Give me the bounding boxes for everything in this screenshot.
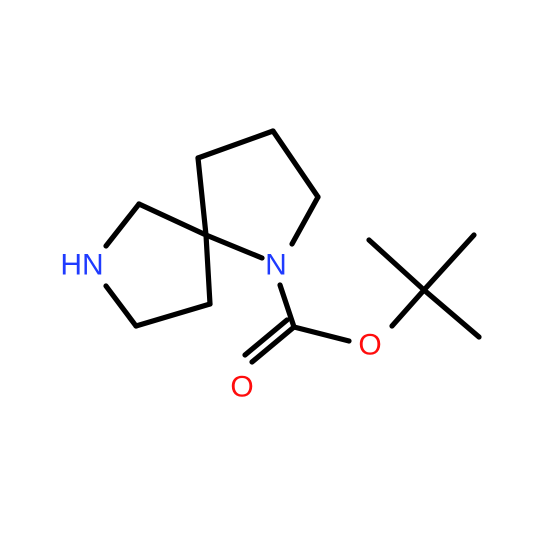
bond-tbu-methyl-right (421, 287, 482, 340)
atom-label-nh: HN (60, 249, 103, 282)
bond-ch2-ch2-top (195, 128, 276, 161)
bond-ch2-spiro-upper (136, 201, 209, 238)
atom-labels: HN N O O (60, 249, 381, 404)
bond-carbonyl-o-double-b (242, 317, 290, 358)
bond-ch2-ch2-right (270, 128, 321, 200)
bond-spiro-ch2-top (195, 155, 209, 238)
bond-spiro-n (203, 232, 265, 261)
bond-carbonyl-o-ester (291, 324, 352, 344)
bond-n-carbonyl (277, 282, 297, 330)
bond-ch2-nh-lower (103, 283, 139, 329)
atom-label-n: N (265, 249, 287, 282)
bonds (103, 128, 482, 365)
bond-spiro-ch2-lower (203, 232, 213, 307)
bond-tbu-methyl-left (366, 237, 427, 293)
atom-label-o-carbonyl: O (230, 371, 253, 404)
bond-ch2-nh-upper (103, 201, 142, 249)
bond-tbu-methyl-top (421, 232, 477, 293)
bond-o-quaternary-c (389, 287, 427, 329)
bond-carbonyl-o-double-a (249, 324, 297, 365)
bond-ch2-ch2-lower (133, 301, 213, 329)
atom-label-o-ester: O (358, 329, 381, 362)
bond-ch2-n (289, 194, 321, 247)
